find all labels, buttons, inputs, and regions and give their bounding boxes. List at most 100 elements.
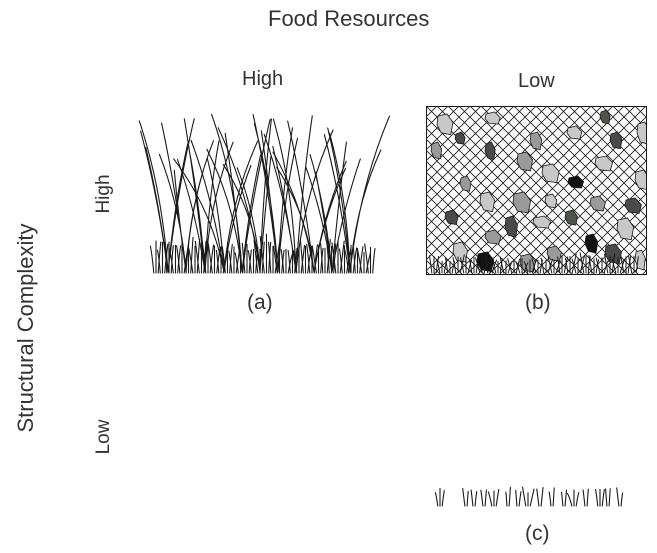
rock: [484, 141, 496, 161]
rock: [544, 193, 558, 209]
grass-blade: [287, 247, 298, 274]
tall-grass-stem: [323, 115, 391, 273]
grass-blade: [616, 487, 624, 507]
grass-blade: [548, 487, 555, 507]
tall-grass-stem: [138, 118, 195, 273]
grass-blade: [579, 252, 591, 274]
rock: [584, 233, 599, 254]
grass-blade: [605, 488, 611, 507]
rock: [636, 121, 646, 144]
rock: [604, 243, 622, 264]
panel-b-caption: (b): [525, 291, 551, 314]
tall-grass-stem: [263, 115, 334, 273]
grass-blade: [241, 242, 252, 274]
structural-complexity-title: Structural Complexity: [13, 223, 38, 433]
grass-blade: [280, 248, 294, 274]
grass-blade: [628, 255, 639, 274]
grass-blade: [253, 240, 265, 274]
grass-blade: [163, 241, 174, 274]
grass-blade: [194, 240, 207, 274]
rock: [609, 131, 623, 150]
grass-blade: [181, 236, 194, 274]
rock: [567, 175, 585, 189]
food-resources-title: Food Resources: [268, 6, 430, 31]
grass-blade: [547, 256, 562, 274]
grass-blade: [536, 487, 544, 507]
grass-blade: [268, 241, 281, 274]
grass-blade: [168, 244, 182, 274]
grass-blade: [364, 243, 376, 274]
rock: [436, 113, 454, 136]
grass-blade: [299, 239, 313, 274]
grass-blade: [557, 255, 569, 274]
grass-blade: [331, 240, 345, 274]
grass-blade: [566, 489, 580, 507]
grass-blade: [320, 238, 331, 274]
rock: [454, 131, 466, 145]
tall-grass-stem: [272, 120, 347, 273]
rocky-reef-illustration: [426, 106, 647, 275]
grass-blade: [491, 257, 503, 274]
grass-blade: [149, 240, 162, 274]
rock: [444, 209, 459, 225]
row-label-high: High: [93, 174, 114, 214]
grass-blade: [582, 488, 589, 507]
grass-blade: [445, 257, 456, 274]
tall-grass-stem: [173, 139, 259, 273]
grass-blade: [480, 489, 487, 507]
grass-blade: [187, 238, 201, 274]
rock: [566, 125, 583, 140]
grass-blade: [462, 488, 469, 507]
rock: [504, 215, 518, 238]
row-label-low: Low: [93, 419, 114, 455]
grass-blade: [326, 243, 337, 274]
rock: [512, 191, 532, 214]
grass-blade: [344, 244, 358, 274]
panel-a-caption: (a): [247, 291, 273, 314]
rock: [589, 195, 606, 212]
rock: [624, 197, 642, 214]
grass-blade: [505, 486, 511, 507]
grass-blade: [595, 257, 609, 274]
rock: [484, 111, 501, 125]
grass-blade: [429, 255, 440, 274]
grass-blade: [620, 255, 632, 274]
rock: [541, 163, 560, 184]
rock: [564, 209, 578, 226]
tall-grass-stem: [305, 141, 361, 273]
grass-blade: [595, 488, 605, 507]
tall-grass-stem: [206, 113, 271, 273]
grass-blade: [487, 488, 500, 507]
short-grass-illustration: [434, 486, 624, 507]
grass-blade: [228, 246, 241, 274]
grass-blade: [522, 486, 535, 507]
column-label-low: Low: [518, 70, 555, 92]
grass-blade: [564, 253, 577, 274]
grass-blade: [515, 489, 522, 507]
grass-blade: [207, 242, 221, 274]
rock: [529, 131, 543, 151]
grass-blade: [460, 255, 472, 274]
rock: [516, 151, 534, 172]
rock: [484, 229, 502, 245]
rock: [459, 175, 472, 192]
grass-blade: [201, 238, 215, 274]
rock: [634, 169, 646, 190]
rock: [616, 217, 635, 241]
grass-blade: [293, 244, 306, 274]
rock: [479, 191, 496, 213]
grass-blade: [434, 487, 445, 507]
tall-grass-stem: [158, 122, 215, 273]
grass-blade: [531, 258, 543, 274]
rock: [599, 109, 611, 125]
tall-grass-stem: [217, 118, 272, 273]
rock: [594, 155, 614, 172]
panel-c-caption: (c): [525, 522, 550, 545]
grass-blade: [588, 255, 600, 274]
tall-grass-illustration: [138, 113, 391, 274]
grass-blade: [470, 489, 478, 507]
grass-blade: [306, 243, 318, 274]
grass-blade: [356, 248, 372, 274]
grass-blade: [436, 259, 448, 274]
grass-blade: [560, 489, 568, 507]
